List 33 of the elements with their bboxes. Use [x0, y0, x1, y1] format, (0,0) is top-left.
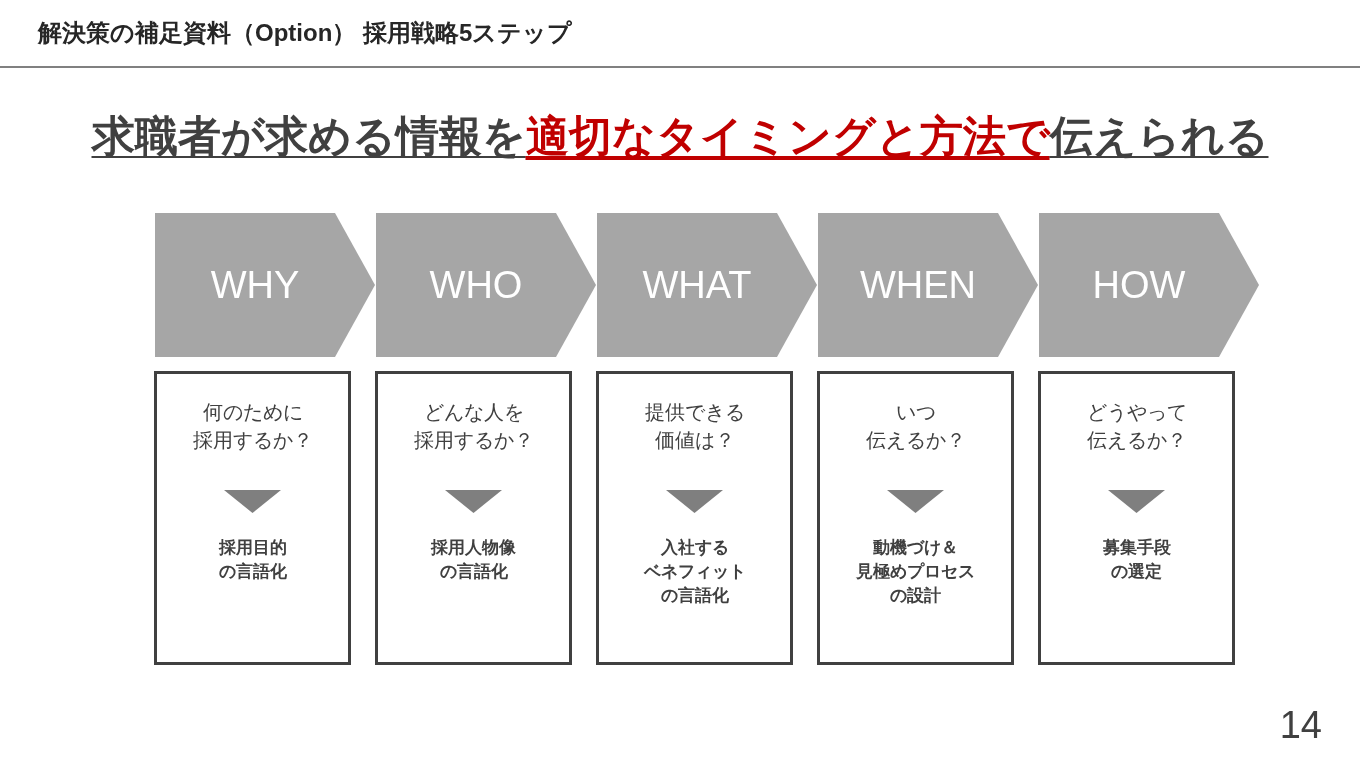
result-text: 採用人物像の言語化: [431, 537, 516, 583]
result-text: 募集手段の選定: [1102, 537, 1171, 583]
step-frame: [154, 371, 351, 665]
question-text: どんな人を採用するか？: [413, 400, 534, 453]
step-frame: [817, 371, 1014, 665]
question-text: どうやって伝えるか？: [1086, 400, 1187, 453]
result-text: 入社するベネフィットの言語化: [643, 537, 746, 607]
step-label: WHY: [210, 263, 300, 307]
question-text: 提供できる価値は？: [644, 400, 745, 453]
process-step-shape: [155, 213, 375, 357]
process-step-shape: [376, 213, 596, 357]
slide-title: 解決策の補足資料（Option） 採用戦略5ステップ: [38, 18, 573, 48]
result-text: 動機づけ＆見極めプロセスの設計: [856, 537, 975, 607]
question-text: いつ伝えるか？: [865, 400, 966, 453]
step-label: WHEN: [859, 263, 977, 307]
down-triangle-arrow: [1108, 490, 1165, 513]
process-step-shape: [1039, 213, 1259, 357]
step-label: WHAT: [642, 263, 752, 307]
result-text: 採用目的の言語化: [218, 537, 287, 583]
down-triangle-arrow: [666, 490, 723, 513]
step-label: WHO: [429, 263, 523, 307]
step-frame: [375, 371, 572, 665]
down-triangle-arrow: [887, 490, 944, 513]
page-number: 14: [1279, 703, 1322, 747]
down-triangle-arrow: [445, 490, 502, 513]
process-step-shape: [597, 213, 817, 357]
step-label: HOW: [1092, 263, 1186, 307]
down-triangle-arrow: [224, 490, 281, 513]
process-step-shape: [818, 213, 1038, 357]
key-message: 求職者が求める情報を適切なタイミングと方法で伝えられる: [91, 111, 1269, 162]
question-text: 何のために採用するか？: [192, 400, 313, 453]
step-frame: [596, 371, 793, 665]
step-frame: [1038, 371, 1235, 665]
